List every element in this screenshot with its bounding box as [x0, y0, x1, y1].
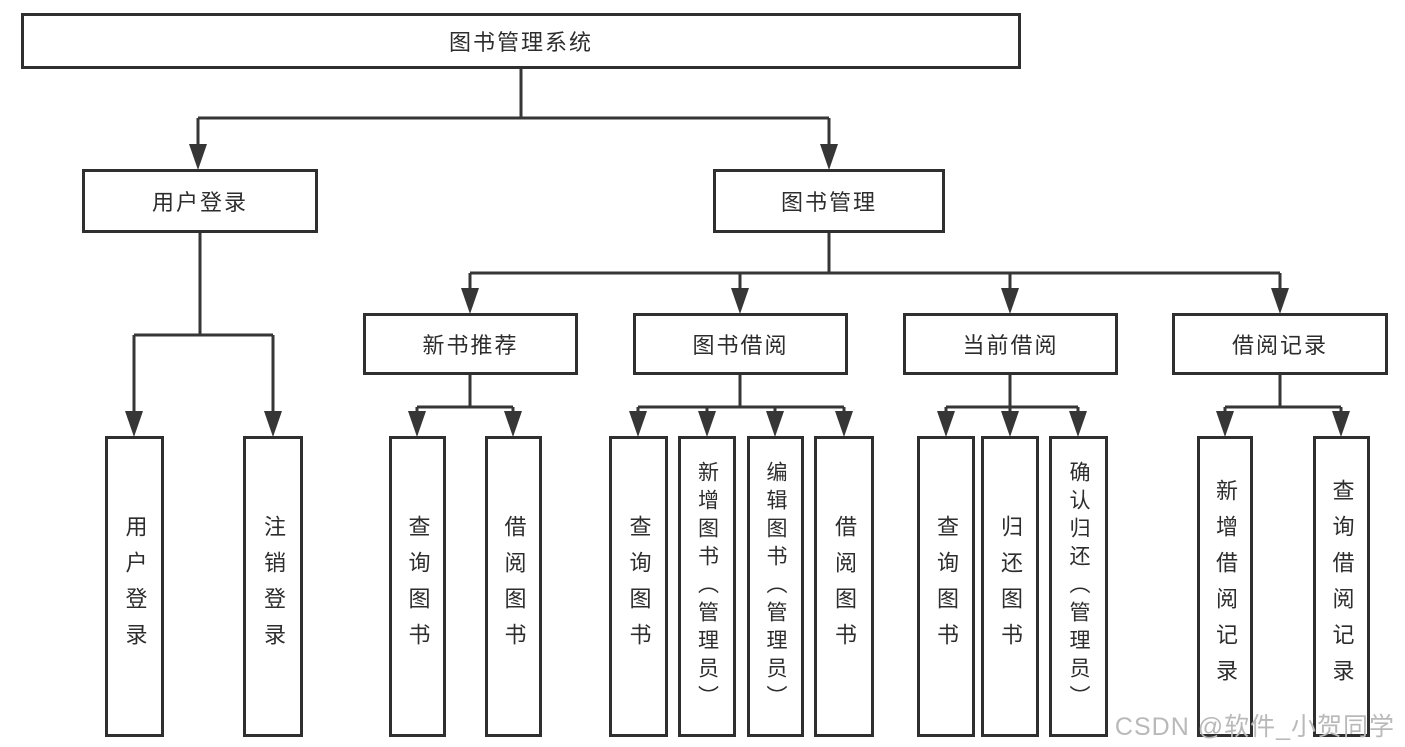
leaf-nb-borrow-books: 借阅图书 [485, 436, 542, 737]
node-current-borrow: 当前借阅 [903, 313, 1118, 375]
leaf-logout: 注销登录 [243, 436, 303, 737]
leaf-bb-edit-books-admin-label: 编辑图书（管理员） [764, 460, 787, 713]
leaf-bb-add-books-admin-label: 新增图书（管理员） [695, 460, 719, 713]
leaf-bb-add-books-admin: 新增图书（管理员） [678, 436, 736, 737]
leaf-cb-query-books: 查询图书 [917, 436, 975, 737]
leaf-bb-borrow-books-label: 借阅图书 [832, 514, 857, 659]
node-root: 图书管理系统 [21, 13, 1021, 69]
leaf-cb-return-books: 归还图书 [981, 436, 1039, 737]
leaf-cb-query-books-label: 查询图书 [934, 514, 959, 659]
node-book-borrow: 图书借阅 [633, 313, 848, 375]
leaf-cb-confirm-return-admin: 确认归还（管理员） [1049, 436, 1108, 737]
arrowheads [125, 144, 1350, 437]
leaf-cb-confirm-return-admin-label: 确认归还（管理员） [1067, 460, 1090, 713]
leaf-br-add-record-label: 新增借阅记录 [1213, 478, 1238, 695]
leaf-bb-query-books: 查询图书 [609, 436, 668, 737]
node-new-book-recommend: 新书推荐 [363, 313, 578, 375]
node-book-management: 图书管理 [713, 169, 945, 233]
leaf-cb-return-books-label: 归还图书 [998, 514, 1023, 659]
leaf-br-add-record: 新增借阅记录 [1197, 436, 1253, 737]
leaf-user-login-label: 用户登录 [122, 514, 148, 659]
leaf-nb-query-books-label: 查询图书 [405, 514, 431, 659]
node-user-login: 用户登录 [82, 169, 318, 233]
leaf-bb-query-books-label: 查询图书 [626, 514, 652, 659]
leaf-logout-label: 注销登录 [261, 514, 286, 659]
node-borrow-records: 借阅记录 [1172, 313, 1388, 375]
leaf-nb-borrow-books-label: 借阅图书 [501, 514, 527, 659]
csdn-watermark: CSDN @软件_小贺同学 [1114, 713, 1395, 741]
leaf-nb-query-books: 查询图书 [389, 436, 446, 737]
leaf-bb-borrow-books: 借阅图书 [814, 436, 874, 737]
leaf-bb-edit-books-admin: 编辑图书（管理员） [747, 436, 804, 737]
leaf-br-query-record: 查询借阅记录 [1313, 436, 1370, 737]
leaf-br-query-record-label: 查询借阅记录 [1329, 478, 1355, 695]
leaf-user-login: 用户登录 [105, 436, 164, 737]
